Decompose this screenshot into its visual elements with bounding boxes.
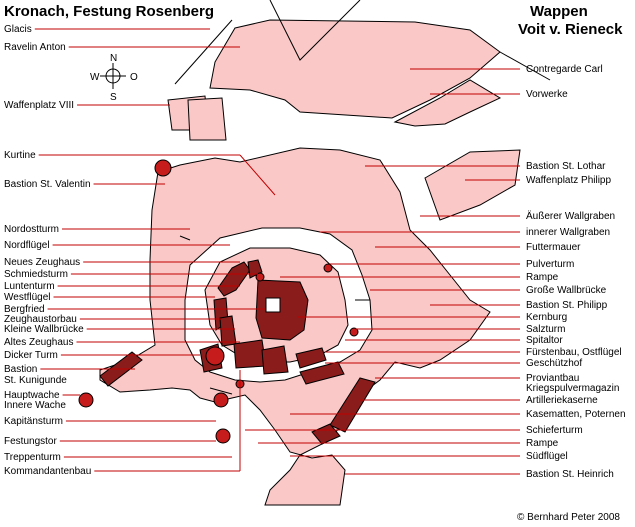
credit-text: © Bernhard Peter 2008	[517, 512, 620, 523]
map-label-left: Nordflügel	[4, 240, 50, 251]
map-label-right: Große Wallbrücke	[526, 285, 607, 296]
wappen-line-1: Wappen	[530, 3, 588, 20]
wappen-line-2: Voit v. Rieneck	[518, 21, 623, 38]
map-label-right: Proviantbau	[526, 373, 579, 384]
vorwerk-shape	[393, 79, 502, 127]
map-label-left: Zeughaustorbau	[4, 314, 77, 325]
schieferturm-building	[311, 423, 341, 445]
leader-line	[239, 154, 276, 196]
map-label-right: Contregarde Carl	[526, 64, 603, 75]
map-label-right: Vorwerke	[526, 89, 568, 100]
map-label-left: Innere Wache	[4, 400, 66, 411]
map-label-right: Artilleriekaserne	[526, 395, 598, 406]
map-label-left: Kommandantenbau	[4, 466, 91, 477]
bastion-valentin-tower	[154, 159, 172, 177]
map-label-left: Glacis	[4, 24, 32, 35]
geschuetzhof-building	[299, 361, 345, 385]
dicker-turm-tower	[205, 346, 225, 366]
map-label-left: Festungstor	[4, 436, 57, 447]
waffenplatz-viii-shape-b	[187, 97, 227, 141]
compass: N S W O	[90, 53, 138, 103]
compass-south: S	[110, 92, 117, 103]
kernburg-block-a	[255, 279, 309, 341]
map-label-right: Pulverturm	[526, 259, 574, 270]
map-label-left: Bastion St. Valentin	[4, 179, 91, 190]
map-label-left: Waffenplatz VIII	[4, 100, 74, 111]
pulverturm-tower	[323, 263, 333, 273]
kapitaensturm-tower	[213, 392, 229, 408]
map-label-right: Kernburg	[526, 312, 567, 323]
map-label-right: Futtermauer	[526, 242, 581, 253]
map-label-right: Spitaltor	[526, 335, 563, 346]
schiedsturm-tower	[255, 272, 265, 282]
map-label-right: Südflügel	[526, 451, 568, 462]
kommandantenbau-building	[261, 345, 289, 375]
map-label-right: Fürstenbau, Ostflügel	[526, 347, 622, 358]
map-label-left: Hauptwache	[4, 390, 60, 401]
map-label-left: Kurtine	[4, 150, 36, 161]
kleine-wallbruecke	[209, 387, 233, 395]
map-label-right: Bastion St. Lothar	[526, 161, 606, 172]
map-label-right: Bastion St. Heinrich	[526, 469, 614, 480]
fuerstenbau-building	[295, 347, 327, 369]
map-label-left: St. Kunigunde	[4, 375, 67, 386]
map-label-left: Kleine Wallbrücke	[4, 324, 84, 335]
map-label-left: Altes Zeughaus	[4, 337, 74, 348]
map-title: Kronach, Festung Rosenberg	[4, 3, 214, 20]
hauptwache-tower	[78, 392, 94, 408]
compass-east: O	[130, 72, 138, 83]
map-label-right: Schieferturm	[526, 425, 583, 436]
altes-zeughaus-building	[233, 339, 267, 369]
map-label-right: Kasematten, Poternen	[526, 409, 626, 420]
map-label-right: Waffenplatz Philipp	[526, 175, 611, 186]
map-label-left: Dicker Turm	[4, 350, 58, 361]
map-label-left: Treppenturm	[4, 452, 61, 463]
glacis-line-c	[499, 51, 551, 81]
treppenturm-tower	[215, 428, 231, 444]
glacis-line-a	[174, 19, 233, 85]
map-label-left: Ravelin Anton	[4, 42, 66, 53]
salzturm-tower	[349, 327, 359, 337]
map-label-left: Nordostturm	[4, 224, 59, 235]
map-label-left: Neues Zeughaus	[4, 257, 80, 268]
contregarde-carl-shape	[209, 19, 501, 119]
map-label-left: Kapitänsturm	[4, 416, 63, 427]
map-label-left: Bastion	[4, 364, 37, 375]
map-label-left: Bergfried	[4, 304, 45, 315]
map-label-right: Rampe	[526, 272, 559, 283]
kernburg-courtyard	[265, 297, 281, 313]
map-label-right: Kriegspulvermagazin	[526, 383, 619, 394]
map-label-left: Luntenturm	[4, 281, 55, 292]
map-label-right: Geschützhof	[526, 358, 582, 369]
compass-west: W	[90, 72, 100, 83]
map-label-right: Rampe	[526, 438, 559, 449]
map-label-left: Schmiedsturm	[4, 269, 68, 280]
nordfluegel-building	[217, 261, 251, 297]
map-label-right: Bastion St. Philipp	[526, 300, 608, 311]
waffenplatz-philipp-shape	[424, 149, 521, 221]
map-label-left: Westflügel	[4, 292, 51, 303]
bridge-nw	[179, 235, 191, 241]
glacis-line-b	[269, 0, 361, 61]
compass-north: N	[110, 53, 117, 64]
map-label-right: Äußerer Wallgraben	[526, 210, 615, 222]
map-label-right: innerer Wallgraben	[526, 227, 610, 238]
map-label-right: Salzturm	[526, 324, 565, 335]
